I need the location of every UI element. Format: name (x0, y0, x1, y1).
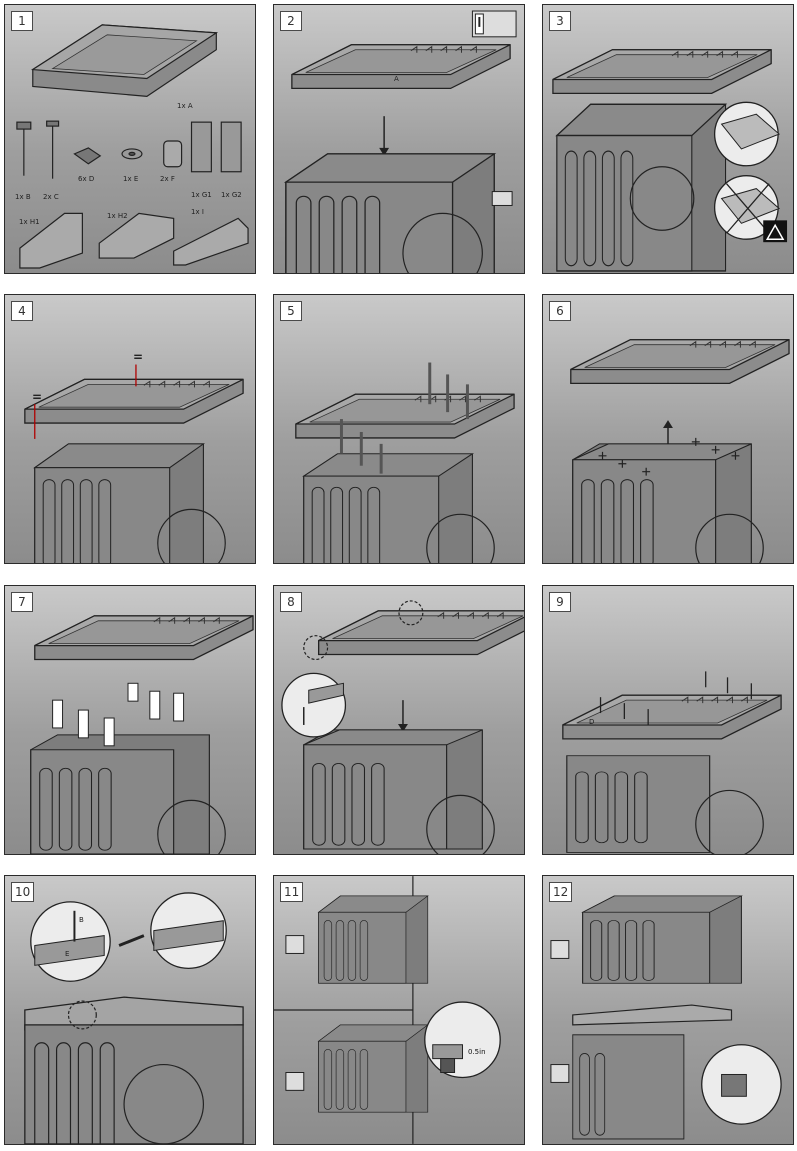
part-label-f: 2x F (160, 175, 175, 183)
step-number: 3 (549, 11, 571, 31)
step-number: 10 (11, 882, 35, 902)
step-number: 9 (549, 592, 571, 612)
step-12-panel: 12 (542, 875, 794, 1145)
part-label-e: 1x E (123, 175, 139, 183)
step-7-panel: 7 (4, 585, 256, 855)
equal-distance-marker: = (133, 350, 144, 364)
step-number: 5 (280, 301, 302, 321)
pedestal-alignment-illustration (552, 49, 788, 272)
step-1-panel: 1 1x A 1x B 2x C 6x D 1x E 2x F 1x G1 1x… (4, 4, 256, 274)
step-number: 11 (280, 882, 304, 902)
part-label-d: 6x D (78, 175, 95, 183)
stack-dryer-illustration (550, 895, 782, 1140)
part-label-h1: 1x H1 (19, 218, 40, 226)
part-label-e: E (65, 950, 70, 958)
parts-overview-illustration (16, 24, 249, 269)
adjust-feet-illustration (274, 876, 501, 1144)
part-label-a: A (394, 75, 399, 83)
step-number: 8 (280, 592, 302, 612)
step-9-panel: 9 D (542, 585, 794, 855)
step-5-panel: 5 (273, 294, 525, 564)
step-number: 4 (11, 301, 33, 321)
step-number: 1 (11, 11, 33, 31)
step-2-panel: 2 A (273, 4, 525, 274)
center-pedestal-illustration (24, 364, 244, 563)
step-number: 2 (280, 11, 302, 31)
step-number: 7 (11, 592, 33, 612)
attach-pedestal-illustration (281, 600, 524, 854)
part-label-b: B (79, 916, 84, 924)
remove-pedestal-illustration (570, 339, 790, 563)
part-label-d: D (589, 718, 595, 726)
part-label-g1: 1x G1 (191, 191, 212, 199)
mark-holes-illustration (295, 362, 515, 563)
part-label-h2: 1x H2 (107, 212, 128, 220)
part-label-b: 1x B (15, 193, 31, 201)
step-6-panel: 6 (542, 294, 794, 564)
part-label-g2: 1x G2 (221, 191, 242, 199)
part-label-c: 2x C (43, 193, 59, 201)
step-3-panel: 3 (542, 4, 794, 274)
step-11-panel: 11 0.5in (273, 875, 525, 1145)
step-number: 12 (549, 882, 573, 902)
insert-screws-illustration (562, 671, 782, 854)
foot-height-measure: 0.5in (468, 1048, 486, 1056)
part-label-a: 1x A (177, 102, 193, 110)
equal-distance-marker: = (32, 390, 43, 404)
step-8-panel: 8 (273, 585, 525, 855)
step-number: 6 (549, 301, 571, 321)
drill-holes-illustration (30, 615, 254, 854)
step-10-panel: 10 B E (4, 875, 256, 1145)
fasten-brackets-illustration (24, 892, 244, 1144)
step-4-panel: 4 = = (4, 294, 256, 564)
place-pedestal-illustration (285, 10, 517, 273)
part-label-i: 1x I (191, 208, 204, 216)
